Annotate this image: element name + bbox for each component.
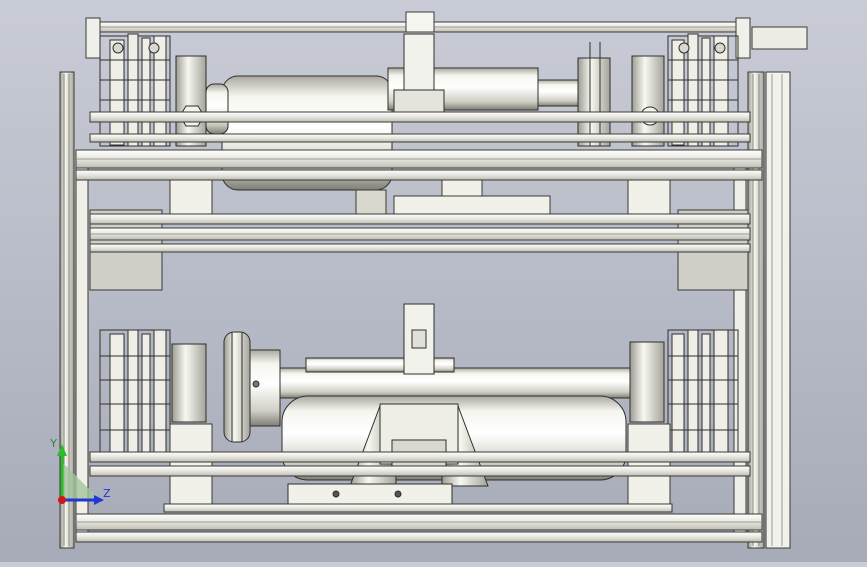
- top-bracket-left: [85, 17, 101, 59]
- right-post-outer: [747, 71, 765, 549]
- upper-shaft: [537, 79, 579, 107]
- center-clamp-top: [405, 11, 435, 33]
- coordinate-triad: Y Z: [49, 437, 111, 505]
- upper-pillow-block-left: [175, 55, 207, 147]
- lower-shaft: [249, 367, 639, 399]
- triad-z-label: Z: [103, 487, 111, 500]
- lower-pillow-block-right: [629, 341, 665, 423]
- triad-y-label: Y: [49, 437, 57, 450]
- right-post-inner: [733, 149, 747, 543]
- top-rail: [85, 11, 808, 59]
- upper-pillow-block-right: [631, 55, 665, 147]
- top-bracket-right: [735, 17, 751, 59]
- handle-block: [751, 26, 808, 50]
- lower-left-sprocket-assembly: [99, 329, 171, 463]
- lower-rails: [75, 451, 763, 543]
- lower-pillow-block-left: [171, 343, 207, 423]
- upper-pulley: [577, 57, 611, 147]
- lower-right-sprocket-assembly: [667, 329, 739, 463]
- lower-pulley: [223, 331, 251, 443]
- upper-left-sprocket-assembly: [99, 33, 171, 147]
- triad-back-plane: [62, 462, 100, 500]
- triad-origin: [58, 496, 66, 504]
- upper-center-clamp: [403, 33, 435, 95]
- middle-rail-band: [89, 209, 751, 291]
- upper-motor-endcap: [205, 83, 229, 135]
- upper-right-sprocket-assembly: [667, 33, 739, 147]
- upper-rails: [75, 111, 763, 181]
- lower-gearbox-mount: [287, 403, 489, 507]
- motor-base-plate: [287, 483, 453, 507]
- lower-supports: [169, 423, 671, 507]
- upper-motor: [175, 33, 665, 191]
- right-post-far: [765, 71, 791, 549]
